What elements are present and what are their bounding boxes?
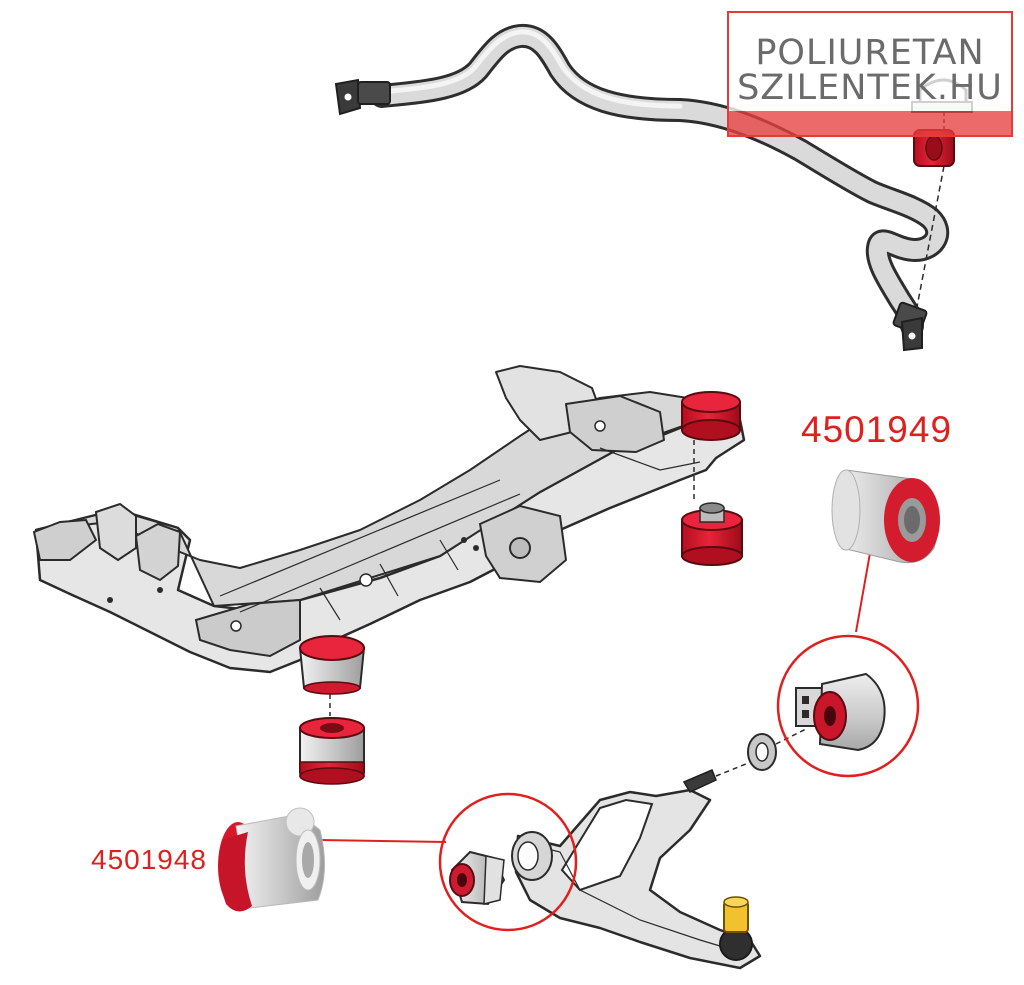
brand-panel-top [729, 13, 1011, 111]
stabilizer-left-end-bracket [334, 78, 391, 116]
brand-line-1: POLIURETAN [755, 33, 985, 73]
callout-front-bushing [438, 792, 578, 932]
part-code-upper: 4501949 [801, 409, 953, 450]
leader-line-lower [319, 839, 447, 843]
subframe [32, 365, 746, 674]
callout-rear-bushing [776, 634, 920, 778]
stabilizer-right-end-bracket [892, 301, 928, 352]
washer [747, 727, 809, 771]
subframe-bushing-rear-lower [681, 502, 743, 566]
part-code-lower: 4501948 [91, 844, 208, 875]
stabilizer-bar [370, 23, 950, 338]
subframe-mount-front-top [298, 635, 366, 716]
brand-watermark: POLIURETAN SZILENTEK.HU [727, 11, 1013, 137]
lower-control-arm [511, 763, 762, 970]
detail-bushing-4501948 [218, 807, 326, 912]
brand-panel-bottom [729, 111, 1011, 135]
detail-bushing-4501949 [831, 469, 940, 564]
subframe-bushing-front-lower [299, 717, 365, 785]
subframe-mount-rear-top [681, 391, 741, 500]
brand-line-2: SZILENTEK.HU [737, 68, 1003, 108]
